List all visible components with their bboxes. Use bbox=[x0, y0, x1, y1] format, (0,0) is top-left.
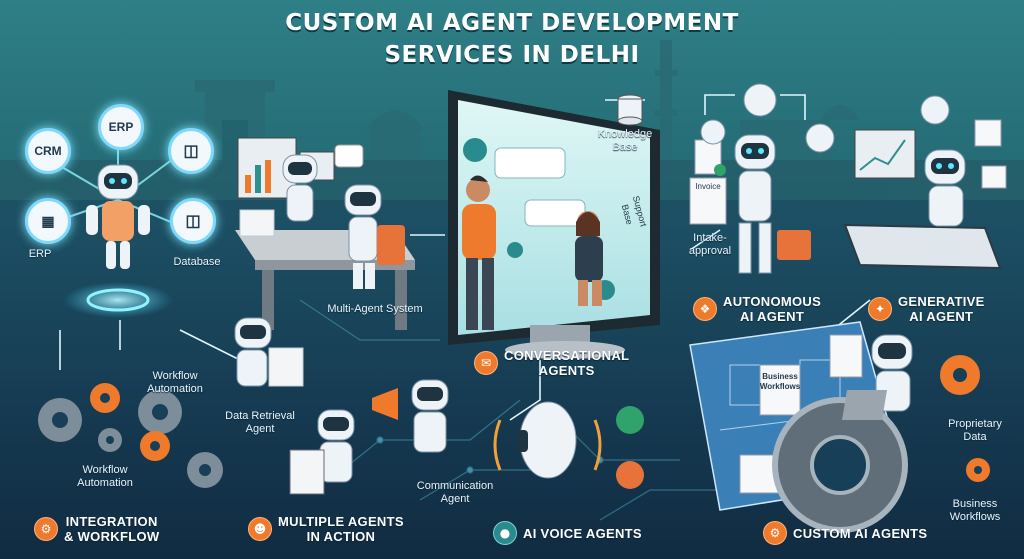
generative-robot bbox=[924, 149, 966, 227]
woman-figure bbox=[575, 211, 603, 306]
section-multiple: ☻ MULTIPLE AGENTS IN ACTION bbox=[248, 514, 404, 544]
communication-label: Communication Agent bbox=[416, 480, 494, 505]
thought-bubbles bbox=[700, 83, 835, 153]
spark-icon: ✦ bbox=[868, 297, 892, 321]
voice-agent-head bbox=[493, 401, 644, 489]
communication-robot bbox=[372, 379, 449, 453]
workflow-automation-label-1: Workflow Automation bbox=[147, 370, 203, 395]
integration-robot bbox=[86, 164, 150, 269]
business-workflows-doc-label: Business Workflows bbox=[759, 372, 801, 391]
laptop-robot bbox=[842, 334, 913, 420]
invoice-label: Invoice bbox=[695, 182, 721, 191]
desk-robot-2 bbox=[344, 184, 405, 289]
big-gear bbox=[772, 355, 990, 533]
proprietary-data-label: Proprietary Data bbox=[948, 418, 1002, 443]
business-workflows-label: Business Workflows bbox=[949, 498, 1001, 523]
database-node: ◫ bbox=[168, 128, 214, 174]
data-retrieval-label: Data Retrieval Agent bbox=[225, 410, 295, 435]
generative-tablet bbox=[843, 95, 1007, 270]
page-title-line1: CUSTOM AI AGENT DEVELOPMENT bbox=[285, 10, 739, 36]
page-title-line2: SERVICES IN DELHI bbox=[384, 42, 640, 68]
workflow-automation-label-2: Workflow Automation bbox=[77, 464, 133, 489]
section-custom: ⚙ CUSTOM AI AGENTS bbox=[763, 521, 927, 545]
autonomous-robot bbox=[734, 134, 811, 274]
invoice-doc bbox=[689, 139, 727, 225]
section-integration: ⚙ INTEGRATION & WORKFLOW bbox=[34, 514, 159, 544]
section-autonomous: ❖ AUTONOMOUS AI AGENT bbox=[693, 294, 821, 324]
knowledge-base-label: Knowledge Base bbox=[597, 128, 653, 153]
man-figure bbox=[462, 175, 496, 330]
section-generative: ✦ GENERATIVE AI AGENT bbox=[868, 294, 985, 324]
gear-icon: ⚙ bbox=[34, 517, 58, 541]
desk-robot-1 bbox=[282, 154, 318, 222]
database-icon: ◫ bbox=[183, 143, 199, 160]
data-retrieval-robot bbox=[234, 317, 304, 387]
erp-label: ERP bbox=[28, 248, 52, 260]
gear-icon-2: ⚙ bbox=[763, 521, 787, 545]
microphone-icon: ● bbox=[493, 521, 517, 545]
database-label: Database bbox=[173, 256, 221, 268]
chat-icon: ✉ bbox=[474, 351, 498, 375]
intake-approval-label: Intake- approval bbox=[688, 232, 732, 257]
database-icon-2: ◫ bbox=[185, 213, 201, 230]
gears-cluster bbox=[38, 383, 223, 488]
crm-node: CRM bbox=[25, 128, 71, 174]
network-icon: ▦ bbox=[41, 212, 55, 229]
section-voice: ● AI VOICE AGENTS bbox=[493, 521, 642, 545]
section-conversational: ✉ CONVERSATIONAL AGENTS bbox=[474, 348, 629, 378]
central-monitor bbox=[448, 90, 660, 359]
brain-icon: ❖ bbox=[693, 297, 717, 321]
database-stack bbox=[617, 94, 643, 126]
database-node-right: ◫ bbox=[170, 198, 216, 244]
checklist-robot bbox=[289, 409, 355, 495]
erp-node-left: ▦ bbox=[25, 198, 71, 244]
erp-node-top: ERP bbox=[98, 104, 144, 150]
multi-agent-label: Multi-Agent System bbox=[327, 303, 423, 315]
people-icon: ☻ bbox=[248, 517, 272, 541]
